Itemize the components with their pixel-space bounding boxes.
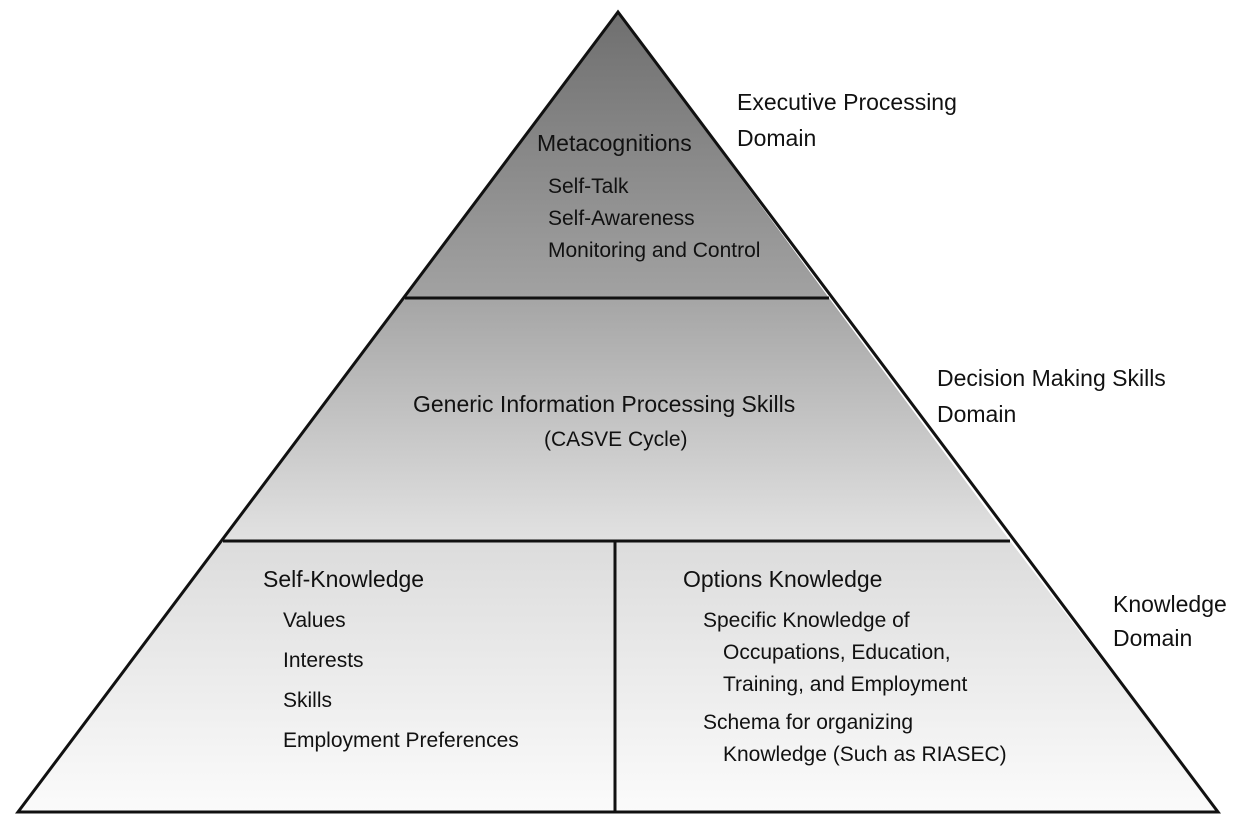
options-item1-line2: Occupations, Education, — [723, 641, 951, 664]
options-knowledge-heading: Options Knowledge — [683, 566, 883, 592]
self-knowledge-heading: Self-Knowledge — [263, 566, 425, 592]
generic-skills-heading: Generic Information Processing Skills — [413, 391, 796, 417]
metacognitions-item-self-talk: Self-Talk — [548, 175, 629, 198]
knowledge-domain-label-line2: Domain — [1113, 625, 1193, 651]
executive-domain-label-line2: Domain — [737, 125, 817, 151]
self-knowledge-item-values: Values — [283, 609, 346, 632]
options-item2-line1: Schema for organizing — [703, 711, 914, 734]
options-item1-line1: Specific Knowledge of — [703, 609, 910, 632]
knowledge-domain-label-line1: Knowledge — [1113, 591, 1227, 617]
metacognitions-item-self-awareness: Self-Awareness — [548, 207, 695, 230]
knowledge-tier — [18, 541, 1218, 812]
self-knowledge-item-employment-preferences: Employment Preferences — [283, 729, 519, 752]
casve-cycle-subheading: (CASVE Cycle) — [544, 428, 688, 451]
options-item1-line3: Training, and Employment — [723, 673, 968, 696]
decision-domain-label-line1: Decision Making Skills — [937, 365, 1166, 391]
metacognitions-heading: Metacognitions — [537, 130, 692, 156]
metacognitions-item-monitoring: Monitoring and Control — [548, 239, 761, 262]
executive-domain-label-line1: Executive Processing — [737, 89, 957, 115]
options-item2-line2: Knowledge (Such as RIASEC) — [723, 743, 1007, 766]
self-knowledge-item-interests: Interests — [283, 649, 364, 672]
self-knowledge-item-skills: Skills — [283, 689, 333, 712]
pyramid-outline — [15, 9, 1221, 814]
decision-making-tier — [223, 298, 1010, 541]
executive-processing-tier — [405, 12, 829, 298]
decision-domain-label-line2: Domain — [937, 401, 1017, 427]
